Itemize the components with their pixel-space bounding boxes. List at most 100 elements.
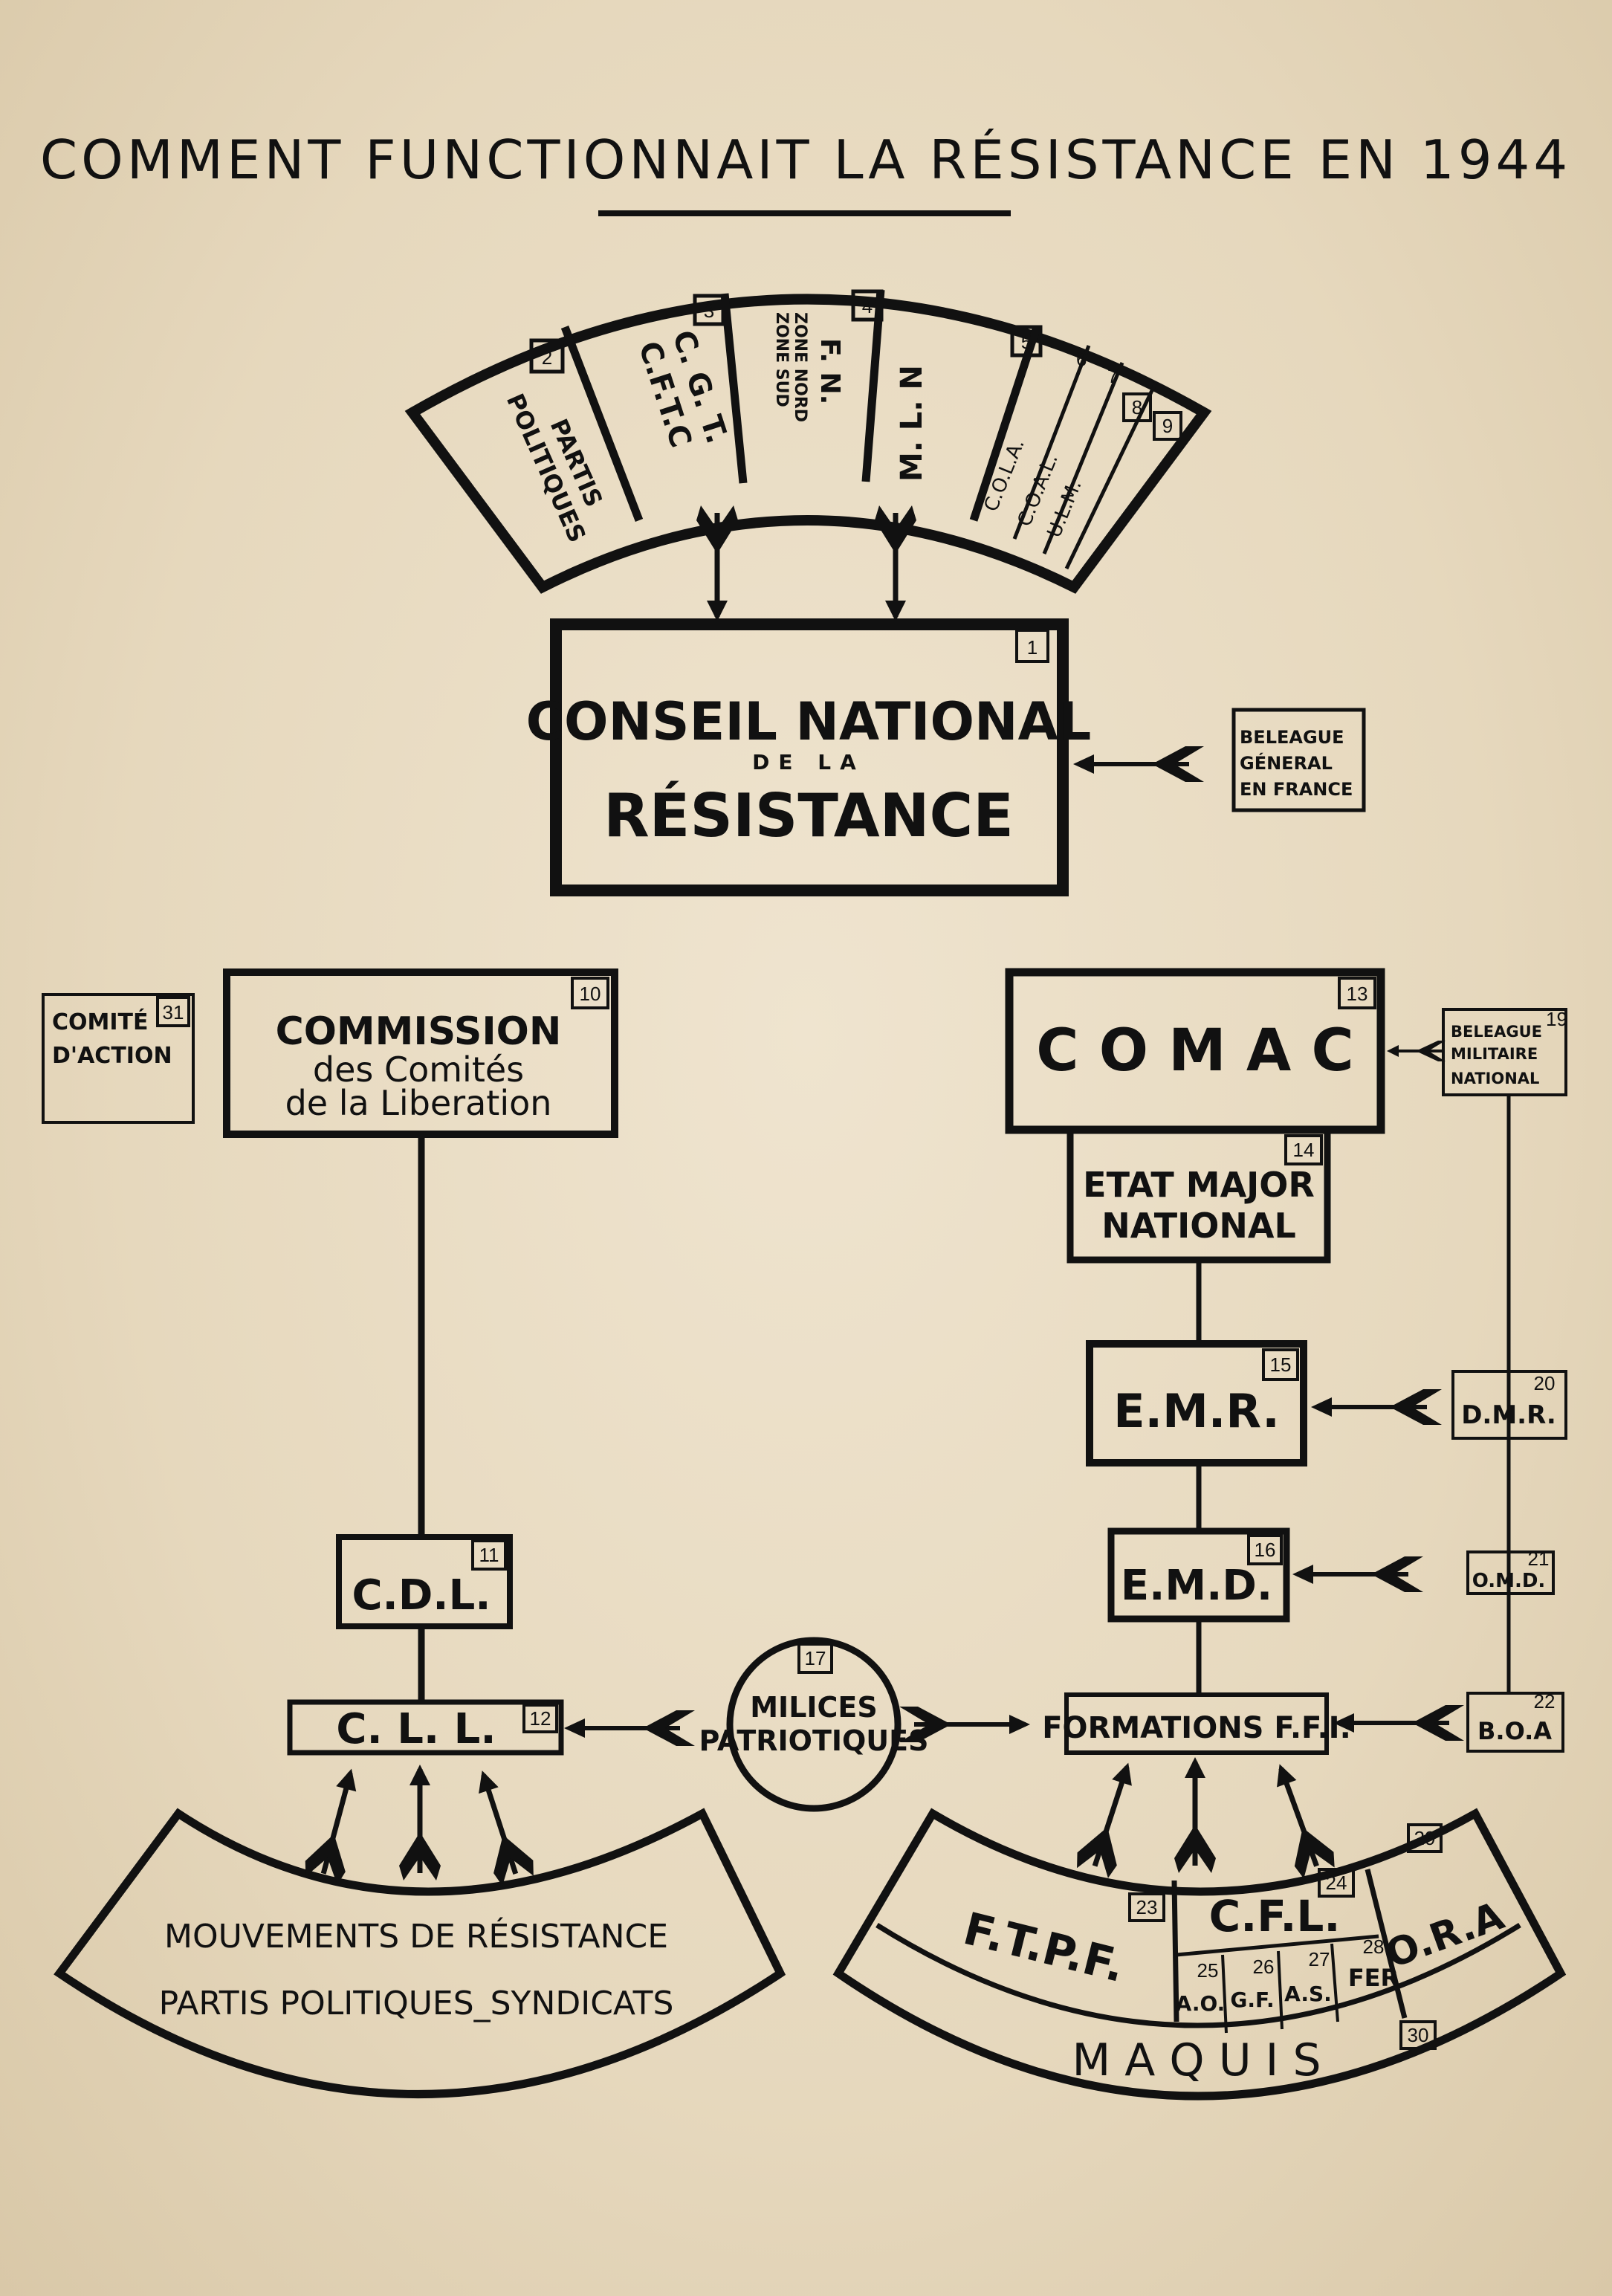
svg-text:D.M.R.: D.M.R. [1461,1400,1556,1430]
svg-text:O.M.D.: O.M.D. [1472,1570,1546,1592]
svg-text:BELEAGUE: BELEAGUE [1451,1023,1542,1041]
cnr-line3: RÉSISTANCE [603,780,1014,850]
svg-text:A.O.: A.O. [1176,1991,1226,2016]
fan-number-3: 3 [693,294,725,326]
svg-text:26: 26 [1253,1956,1275,1978]
svg-text:22: 22 [1534,1690,1556,1713]
svg-text:MILICES: MILICES [750,1691,878,1724]
svg-text:28: 28 [1363,1936,1385,1958]
svg-text:ETAT MAJOR: ETAT MAJOR [1083,1165,1315,1205]
svg-text:4: 4 [862,295,873,317]
cnr-line2: DE LA [752,750,865,775]
svg-text:des Comités: des Comités [313,1050,524,1090]
cdl-box: 11 C.D.L. [336,1534,513,1629]
arrows-left-fan-to-cll [302,1763,538,1887]
arrow-omd-to-emd [1292,1556,1423,1592]
svg-text:25: 25 [1197,1959,1219,1982]
fan-left-line1: MOUVEMENTS DE RÉSISTANCE [164,1916,668,1956]
fan-segment-mln: M. L. N [895,365,929,482]
svg-text:EN FRANCE: EN FRANCE [1240,779,1353,800]
fan-number-8: 8 [1122,392,1152,422]
svg-text:COMMISSION: COMMISSION [276,1009,562,1054]
fan-number-2: 2 [529,338,565,374]
omd-box: 21 O.M.D. [1466,1548,1555,1595]
svg-text:de la Liberation: de la Liberation [285,1083,552,1123]
svg-text:MILITAIRE: MILITAIRE [1451,1045,1538,1063]
page-title: COMMENT FUNCTIONNAIT LA RÉSISTANCE EN 19… [40,129,1571,191]
svg-text:11: 11 [479,1544,499,1566]
svg-text:10: 10 [580,983,601,1005]
svg-text:15: 15 [1270,1354,1292,1376]
arrow-milices-to-cll [564,1710,695,1746]
svg-text:2: 2 [542,346,552,369]
fan-number-4: 4 [851,289,884,322]
maquis-band: 30 M A Q U I S [1072,2020,1437,2086]
emr-box: 15 E.M.R. [1086,1340,1307,1466]
arrow-beleague-to-comac [1387,1041,1446,1061]
svg-text:C O M A C: C O M A C [1036,1018,1353,1084]
beleague-militaire-box: 19 BELEAGUE MILITAIRE NATIONAL [1442,1008,1567,1096]
cnr-number: 1 [1027,636,1038,659]
svg-text:30: 30 [1408,2024,1429,2046]
ao-segment: 25 A.O. [1176,1959,1226,2016]
comite-action-box: 31 COMITÉ D'ACTION [42,993,195,1124]
svg-text:3: 3 [704,300,714,322]
svg-text:9: 9 [1162,415,1173,437]
svg-text:ZONE NORD: ZONE NORD [791,312,809,422]
fan-number-6: 6 [1076,348,1087,370]
svg-text:F. N.: F. N. [815,338,845,404]
svg-text:PATRIOTIQUES: PATRIOTIQUES [699,1724,929,1757]
svg-text:M A Q U I S: M A Q U I S [1072,2034,1321,2086]
cll-box: 12 C. L. L. [287,1699,564,1756]
arrow-milices-to-formations [899,1707,1030,1742]
fan-number-5: 5 [1010,325,1043,358]
bottom-right-fan: 23 F.T.P.F. 24 C.F.L. 25 A.O. 26 G.F. 27… [832,1808,1567,2101]
svg-text:FER: FER [1348,1964,1399,1992]
dmr-box: 20 D.M.R. [1451,1370,1567,1440]
svg-text:12: 12 [530,1707,551,1730]
svg-text:BELEAGUE: BELEAGUE [1240,727,1344,748]
svg-text:27: 27 [1309,1948,1330,1970]
bottom-left-fan: MOUVEMENTS DE RÉSISTANCE PARTIS POLITIQU… [54,1808,786,2098]
svg-text:31: 31 [163,1001,184,1024]
cfl-segment: 24 C.F.L. [1209,1868,1355,1941]
svg-text:ZONE SUD: ZONE SUD [772,312,791,407]
emd-box: 16 E.M.D. [1107,1527,1290,1623]
milices-circle: 17 MILICES PATRIOTIQUES [699,1637,929,1812]
as-segment: 27 A.S. [1284,1948,1332,2006]
svg-text:21: 21 [1528,1548,1550,1570]
svg-text:C.F.L.: C.F.L. [1209,1891,1341,1941]
arrow-beleague-to-cnr [1073,746,1204,782]
boa-box: 22 B.O.A [1466,1690,1564,1753]
svg-text:G.F.: G.F. [1230,1988,1274,2012]
svg-text:20: 20 [1534,1372,1556,1394]
svg-text:E.M.R.: E.M.R. [1113,1384,1280,1438]
svg-text:13: 13 [1347,983,1368,1005]
svg-text:D'ACTION: D'ACTION [52,1043,172,1069]
beleague-general-box: BELEAGUE GÉNERAL EN FRANCE [1231,708,1366,812]
svg-text:C. L. L.: C. L. L. [336,1705,496,1753]
svg-text:24: 24 [1326,1872,1347,1894]
arrow-fan-to-cnr-left [696,505,738,621]
etat-major-box: 14 ETAT MAJOR NATIONAL [1066,1126,1331,1264]
gf-segment: 26 G.F. [1230,1956,1274,2012]
svg-text:COMITÉ: COMITÉ [52,1009,149,1035]
fan-segment-cgt: C. G. T. C.F.T.C [632,326,734,452]
arrow-fan-to-cnr-right [875,505,916,621]
svg-text:8: 8 [1132,396,1142,418]
cnr-line1: CONSEIL NATIONAL [526,691,1092,752]
fan-left-line2: PARTIS POLITIQUES_SYNDICATS [159,1985,674,2022]
svg-text:FORMATIONS F.F.I.: FORMATIONS F.F.I. [1042,1711,1351,1745]
svg-text:NATIONAL: NATIONAL [1101,1206,1296,1246]
arrows-right-fan-to-formations [1072,1756,1339,1881]
comac-box: 13 C O M A C [1005,968,1385,1134]
arrow-dmr-to-emr [1311,1389,1442,1425]
formations-box: FORMATIONS F.F.I. [1042,1692,1351,1755]
svg-text:C.D.L.: C.D.L. [352,1571,491,1620]
fer-segment: 28 FER [1348,1936,1399,1992]
svg-text:NATIONAL: NATIONAL [1451,1070,1539,1087]
svg-text:14: 14 [1293,1139,1315,1161]
svg-text:B.O.A: B.O.A [1477,1717,1552,1745]
